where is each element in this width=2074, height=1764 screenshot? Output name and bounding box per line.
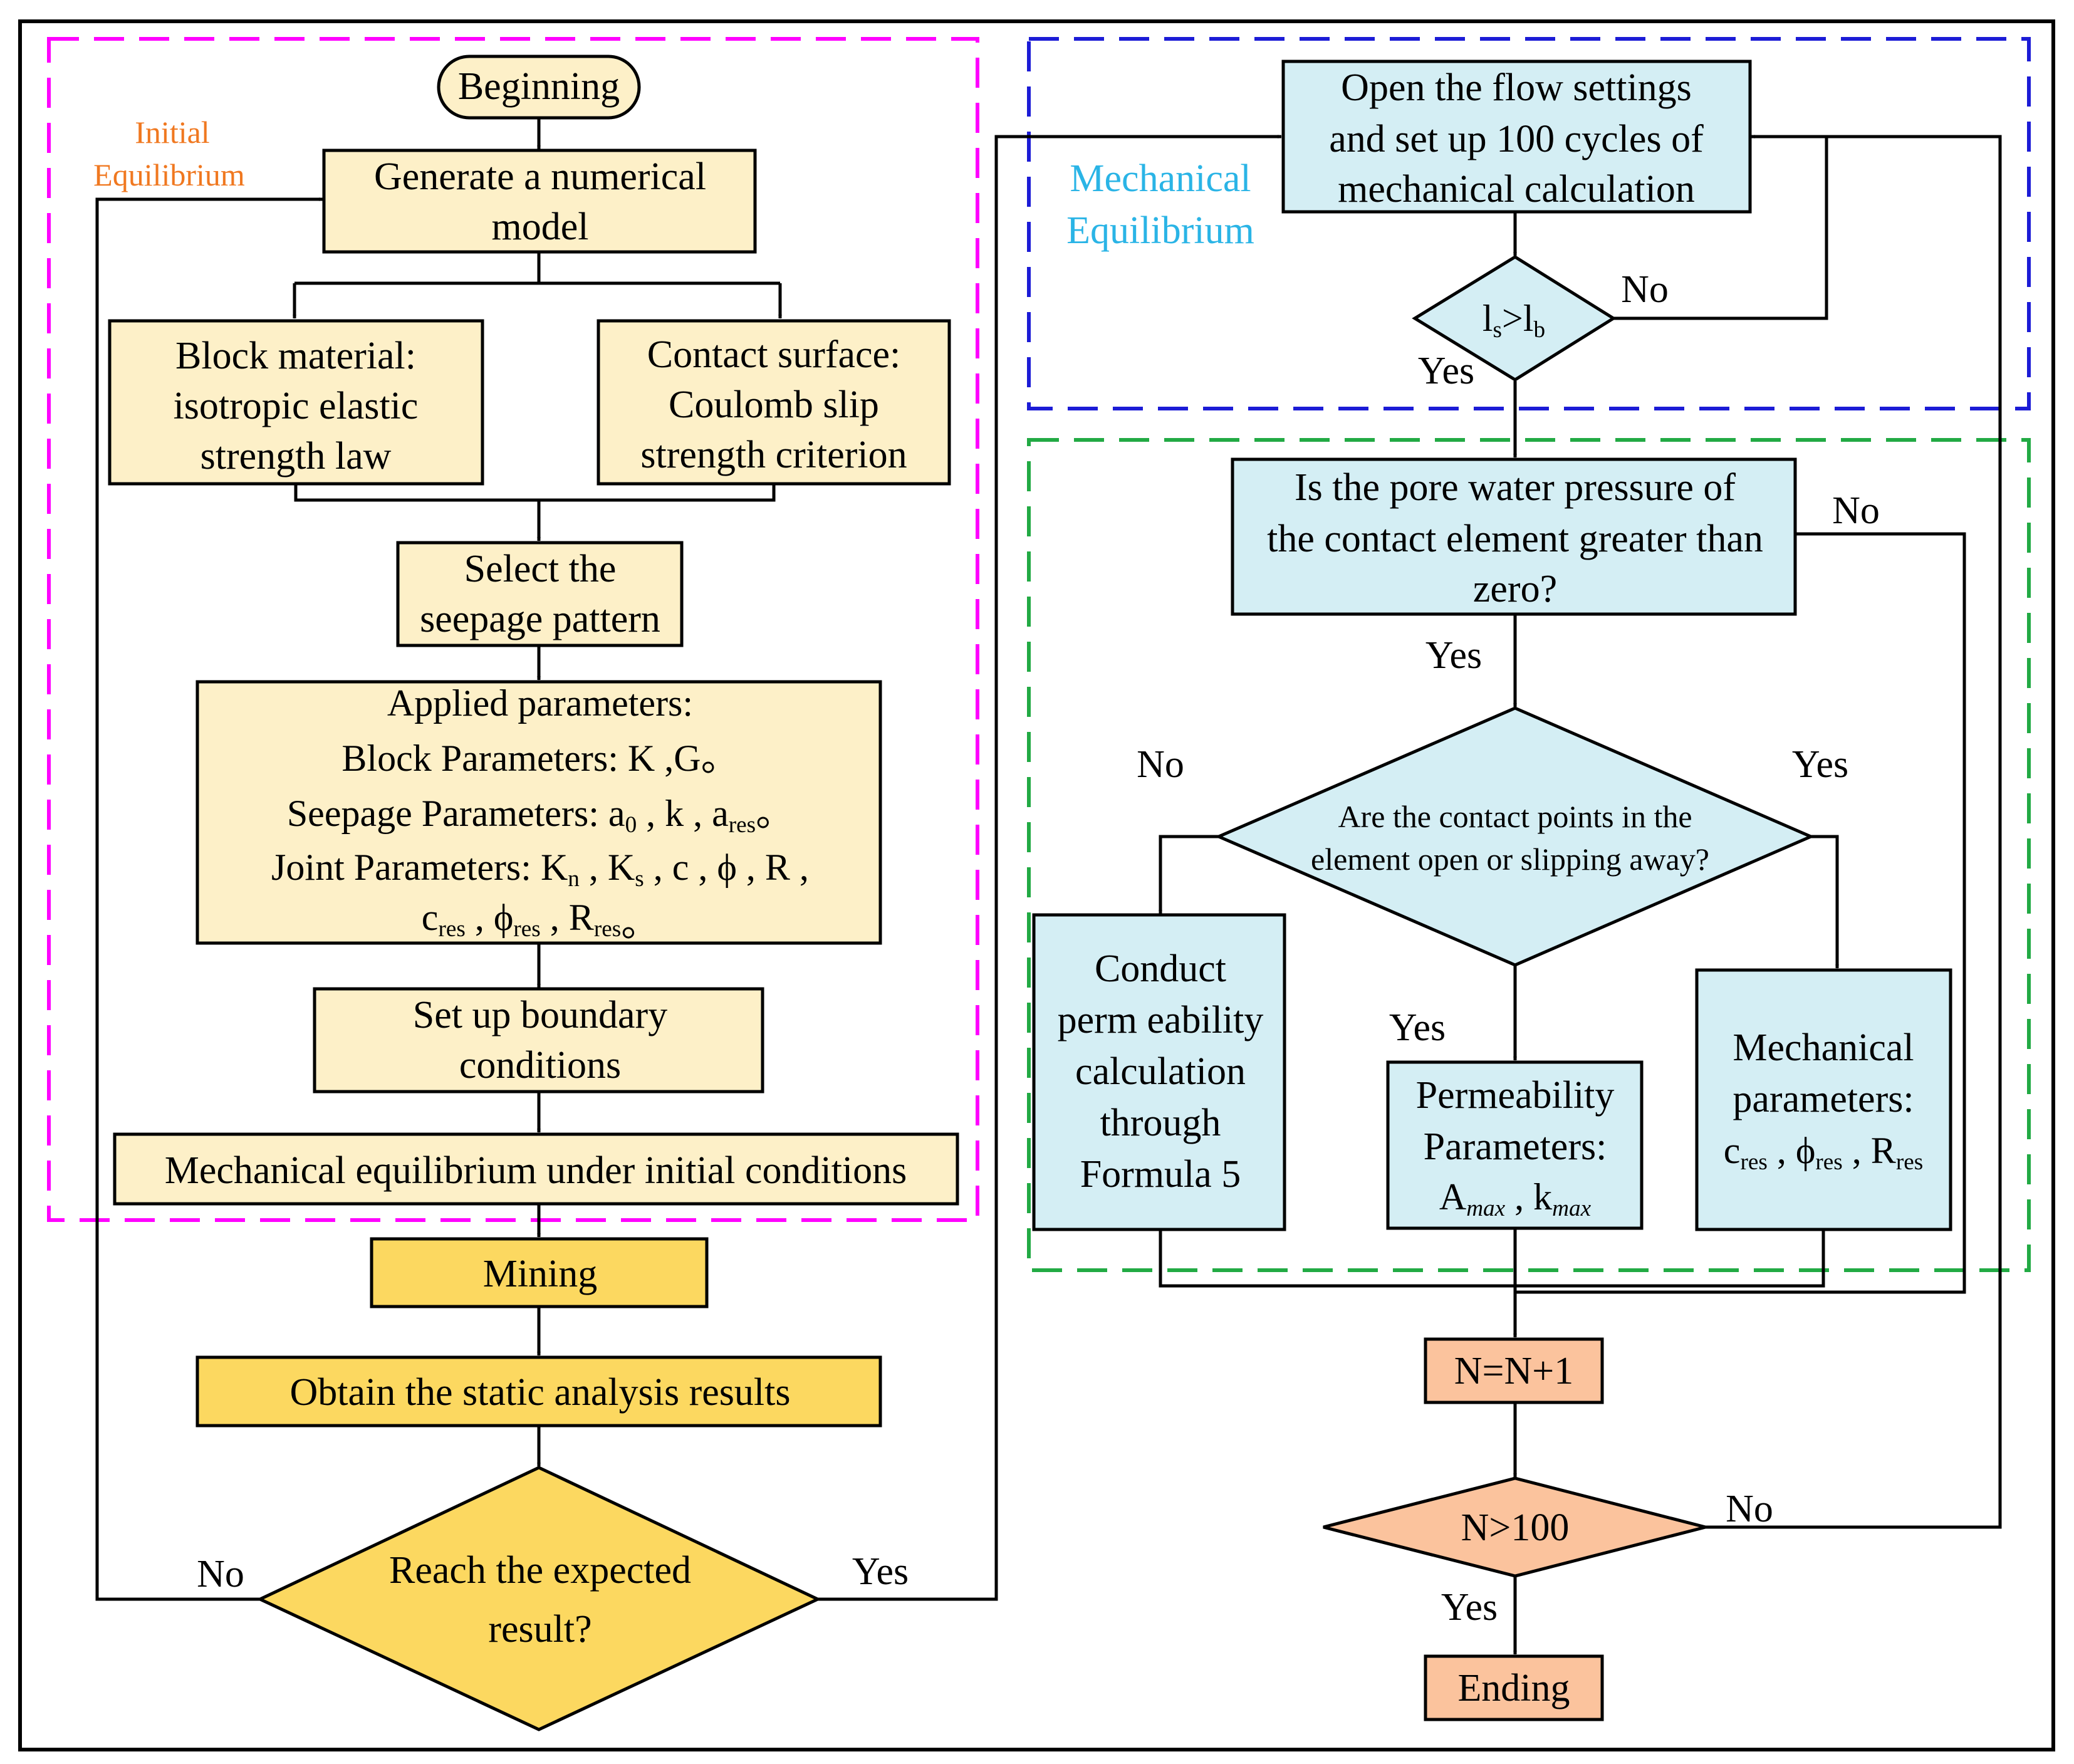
svg-text:Mechanical: Mechanical [1733, 1026, 1914, 1069]
svg-text:Open the flow settings: Open the flow settings [1341, 66, 1692, 109]
svg-text:N>100: N>100 [1461, 1506, 1570, 1549]
svg-text:Generate a numerical: Generate a numerical [374, 155, 706, 198]
flow-settings-node: Open the flow settings and set up 100 cy… [1281, 60, 1752, 214]
svg-text:Set up boundary: Set up boundary [413, 994, 667, 1036]
svg-text:Joint Parameters: Kn , Ks , c: Joint Parameters: Kn , Ks , c , ϕ , R , [271, 847, 809, 892]
svg-text:Reach the expected: Reach the expected [389, 1549, 691, 1592]
n-no-label: No [1726, 1488, 1773, 1530]
svg-text:and set up 100 cycles of: and set up 100 cycles of [1329, 118, 1704, 160]
pore-pressure-region [1027, 438, 2031, 1272]
svg-text:Applied parameters:: Applied parameters: [387, 682, 693, 724]
svg-text:Seepage Parameters: a0 , k , a: Seepage Parameters: a0 , k , ares。 [287, 793, 793, 838]
svg-text:Mining: Mining [483, 1253, 598, 1295]
permeability-parameters-node: Permeability Parameters: Amax , kmax [1386, 1060, 1644, 1230]
contact-mid-yes-label: Yes [1389, 1006, 1446, 1049]
svg-text:perm eability: perm eability [1058, 999, 1264, 1041]
svg-text:Parameters:: Parameters: [1424, 1125, 1607, 1168]
svg-text:Block Parameters: K ,G。: Block Parameters: K ,G。 [341, 738, 738, 779]
svg-text:Is the pore water pressure of: Is the pore water pressure of [1295, 466, 1736, 509]
seepage-pattern-node: Select the seepage pattern [396, 541, 684, 647]
svg-text:conditions: conditions [459, 1044, 621, 1087]
contact-right-yes-label: Yes [1792, 743, 1848, 786]
svg-text:through: through [1100, 1102, 1221, 1144]
ending-node: Ending [1424, 1654, 1604, 1721]
applied-parameters-node: Applied parameters: Block Parameters: K … [195, 680, 882, 945]
outer-frame [18, 19, 2055, 1751]
svg-text:zero?: zero? [1473, 568, 1557, 610]
svg-text:N=N+1: N=N+1 [1454, 1350, 1573, 1392]
svg-text:isotropic elastic: isotropic elastic [174, 385, 419, 427]
connectors [95, 118, 2002, 1655]
n-check-decision: N>100 [1323, 1476, 1706, 1578]
svg-text:Coulomb slip: Coulomb slip [669, 384, 879, 426]
svg-text:element open or slipping away?: element open or slipping away? [1311, 842, 1709, 877]
svg-text:Contact surface:: Contact surface: [647, 333, 901, 376]
svg-text:Beginning: Beginning [458, 65, 620, 108]
svg-text:Permeability: Permeability [1416, 1074, 1615, 1117]
n-increment-node: N=N+1 [1424, 1337, 1604, 1404]
mechanical-equilibrium-initial-node: Mechanical equilibrium under initial con… [113, 1132, 959, 1206]
n-yes-label: Yes [1441, 1586, 1498, 1629]
mechanical-parameters-node: Mechanical parameters: cres , ϕres , Rre… [1695, 968, 1952, 1231]
mechanical-label-line1: Mechanical [1070, 157, 1251, 200]
svg-text:Mechanical equilibrium under i: Mechanical equilibrium under initial con… [165, 1149, 907, 1192]
svg-text:Block material:: Block material: [175, 335, 416, 377]
ls-lb-decision: ls>lb [1412, 255, 1617, 382]
reach-yes-label: Yes [852, 1550, 909, 1593]
pore-no-label: No [1832, 489, 1880, 532]
svg-text:Conduct: Conduct [1095, 947, 1226, 990]
svg-text:Obtain the static analysis res: Obtain the static analysis results [290, 1371, 791, 1414]
svg-text:strength law: strength law [201, 435, 392, 478]
expected-result-decision: Reach the expected result? [256, 1466, 821, 1731]
generate-model-node: Generate a numerical model [322, 149, 757, 254]
block-material-node: Block material: isotropic elastic streng… [108, 319, 484, 486]
svg-text:calculation: calculation [1075, 1050, 1246, 1093]
svg-text:strength criterion: strength criterion [640, 434, 907, 476]
mechanical-equilibrium-region [1027, 37, 2031, 410]
svg-text:parameters:: parameters: [1733, 1078, 1914, 1120]
svg-text:seepage pattern: seepage pattern [420, 598, 660, 640]
svg-text:model: model [492, 206, 589, 248]
svg-text:Ending: Ending [1457, 1667, 1570, 1709]
static-analysis-node: Obtain the static analysis results [195, 1355, 882, 1427]
initial-label-line1: Initial [135, 115, 209, 150]
mechanical-label-line2: Equilibrium [1066, 209, 1254, 252]
contact-surface-node: Contact surface: Coulomb slip strength c… [597, 319, 951, 486]
mining-node: Mining [370, 1237, 709, 1308]
svg-text:the contact element greater th: the contact element greater than [1267, 518, 1763, 560]
initial-label-line2: Equilibrium [93, 157, 245, 192]
boundary-conditions-node: Set up boundary conditions [313, 987, 764, 1093]
svg-text:cres , ϕres , Rres。: cres , ϕres , Rres。 [422, 897, 659, 944]
svg-text:result?: result? [488, 1608, 591, 1651]
contact-left-no-label: No [1137, 743, 1184, 786]
contact-points-decision: Are the contact points in the element op… [1214, 706, 1815, 967]
svg-text:cres , ϕres , Rres: cres , ϕres , Rres [1724, 1130, 1923, 1175]
pore-yes-label: Yes [1425, 634, 1482, 677]
svg-text:ls>lb: ls>lb [1483, 298, 1545, 343]
svg-text:Amax , kmax: Amax , kmax [1439, 1176, 1592, 1221]
conduct-permeability-node: Conduct perm eability calculation throug… [1032, 913, 1286, 1231]
svg-text:Are the contact points in the: Are the contact points in the [1338, 799, 1692, 834]
ls-no-label: No [1621, 268, 1669, 311]
initial-equilibrium-region [47, 37, 979, 1222]
ls-yes-label: Yes [1418, 350, 1474, 392]
svg-text:mechanical calculation: mechanical calculation [1338, 168, 1695, 211]
pore-pressure-node: Is the pore water pressure of the contac… [1231, 457, 1797, 616]
svg-text:Formula 5: Formula 5 [1080, 1153, 1241, 1196]
svg-text:Select the: Select the [464, 548, 617, 590]
reach-no-label: No [197, 1553, 244, 1595]
beginning-node: Beginning [437, 55, 641, 120]
